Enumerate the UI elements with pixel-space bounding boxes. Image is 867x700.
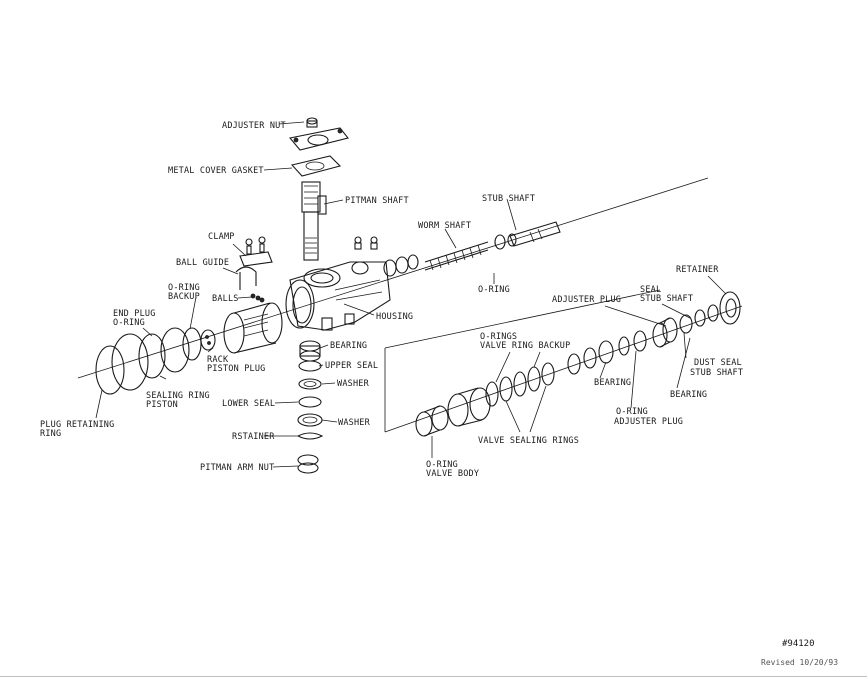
label-adjuster-plug: ADJUSTER PLUG [552,295,621,305]
label-pitman-arm-nut: PITMAN ARM NUT [200,463,274,473]
scan-edge-line [0,676,867,677]
lower-axis-line [384,305,743,433]
part-labels: ADJUSTER NUT METAL COVER GASKET PITMAN S… [40,121,743,479]
label-oring-valve-1: O-RING [426,460,458,470]
lower-stack [297,340,324,474]
label-pitman-shaft: PITMAN SHAFT [345,196,409,206]
label-adjuster-nut: ADJUSTER NUT [222,121,286,131]
label-oring-adj-2: ADJUSTER PLUG [614,417,683,427]
metal-cover-part [288,127,349,151]
housing-screws [354,236,378,250]
label-stub-shaft: STUB SHAFT [482,194,535,204]
pitman-shaft-part [301,181,327,261]
label-sealing-ring-2: PISTON [146,400,178,410]
label-plug-ret-1: PLUG RETAINING [40,420,114,430]
label-seal-stub-2: STUB SHAFT [640,294,693,304]
label-dust-seal-2: STUB SHAFT [690,368,743,378]
label-bearing-top: BEARING [330,341,367,351]
label-oring-right: O-RING [478,285,510,295]
left-rings [95,327,202,395]
label-oring-backup-2: BACKUP [168,292,200,302]
valve-body-part [415,387,491,437]
label-balls: BALLS [212,294,239,304]
label-end-plug-1: END PLUG [113,309,156,319]
gasket-part [290,155,342,177]
worm-shaft-part [383,234,506,277]
stub-shaft-part [507,221,561,247]
clamp-part [239,236,273,267]
label-metal-cover-gasket: METAL COVER GASKET [168,166,264,176]
label-rack-piston-1: RACK [207,355,229,365]
adjuster-plug-part [652,304,719,348]
label-plug-ret-2: RING [40,429,61,439]
label-washer-top: WASHER [337,379,370,389]
label-dust-seal-1: DUST SEAL [694,358,742,368]
label-clamp: CLAMP [208,232,235,242]
part-number: #94120 [782,639,815,649]
label-bearing-mid: BEARING [594,378,631,388]
main-axis-line [77,177,709,379]
label-washer-bottom: WASHER [338,418,371,428]
label-rack-piston-2: PISTON PLUG [207,364,266,374]
label-orings-backup-1: O-RINGS [480,332,517,342]
label-oring-adj-1: O-RING [616,407,648,417]
balls-part [250,293,265,303]
label-sealing-ring-1: SEALING RING [146,391,210,401]
label-upper-seal: UPPER SEAL [325,361,378,371]
valve-frame-line [384,289,661,349]
label-seal-stub-1: SEAL [640,285,661,295]
housing-part [285,261,391,331]
label-orings-backup-2: VALVE RING BACKUP [480,341,570,351]
label-end-plug-2: O-RING [113,318,145,328]
ball-guide-part [235,266,257,290]
revision-date: Revised 10/20/93 [761,658,839,667]
label-oring-valve-2: VALVE BODY [426,469,479,479]
label-worm-shaft: WORM SHAFT [418,221,471,231]
label-ball-guide: BALL GUIDE [176,258,229,268]
valve-right-parts [567,330,647,375]
label-retainer-left: RSTAINER [232,432,275,442]
label-oring-backup-1: O-RING [168,283,200,293]
adjuster-nut-part [306,117,318,128]
label-valve-sealing: VALVE SEALING RINGS [478,436,579,446]
rack-piston-part [200,302,283,354]
retainer-right-part [719,291,741,325]
label-housing: HOUSING [376,312,413,322]
label-bearing-right: BEARING [670,390,707,400]
label-lower-seal: LOWER SEAL [222,399,275,409]
label-retainer-right: RETAINER [676,265,719,275]
leader-lines [95,121,727,468]
